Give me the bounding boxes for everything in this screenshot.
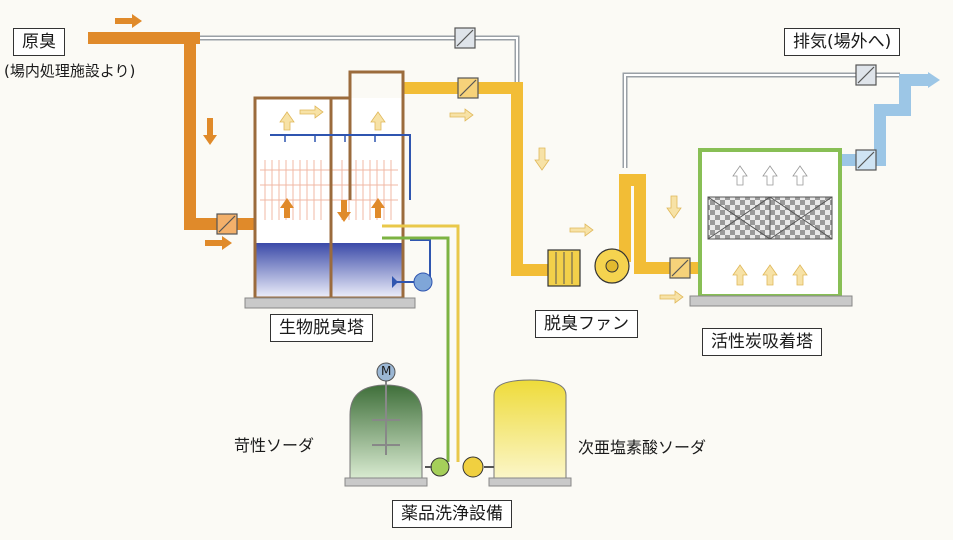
carbon-tower-label: 活性炭吸着塔 <box>702 328 822 357</box>
treated-duct <box>402 82 548 276</box>
raw-odor-flow-arrows <box>115 14 385 250</box>
exhaust-label: 排気(場外へ) <box>784 28 901 57</box>
bio-tower-label: 生物脱臭塔 <box>270 314 373 343</box>
fan-label: 脱臭ファン <box>535 310 638 339</box>
damper-valves <box>216 27 877 279</box>
chemical-equipment-label: 薬品洗浄設備 <box>392 500 512 529</box>
agitator-motor <box>376 362 396 382</box>
clean-duct <box>840 74 930 166</box>
recirculation-pump <box>413 272 433 292</box>
treated-flow-arrows <box>279 105 808 304</box>
hypochlorite-label: 次亜塩素酸ソーダ <box>578 438 707 457</box>
clean-flow-arrows <box>732 165 808 186</box>
deodorization-fan-unit <box>547 248 630 287</box>
motor-label: M <box>381 364 392 378</box>
exhaust-arrow <box>928 72 940 88</box>
hypochlorite-pump <box>462 456 484 478</box>
source-note: (場内処理施設より) <box>4 62 136 80</box>
source-label: 原臭 <box>13 28 65 57</box>
caustic-soda-tank <box>344 372 428 487</box>
caustic-pump <box>430 457 450 477</box>
caustic-label: 苛性ソーダ <box>234 436 315 455</box>
hypochlorite-tank <box>488 379 572 487</box>
bio-deodorization-tower <box>244 70 433 309</box>
fan-outlet-duct <box>619 174 700 274</box>
